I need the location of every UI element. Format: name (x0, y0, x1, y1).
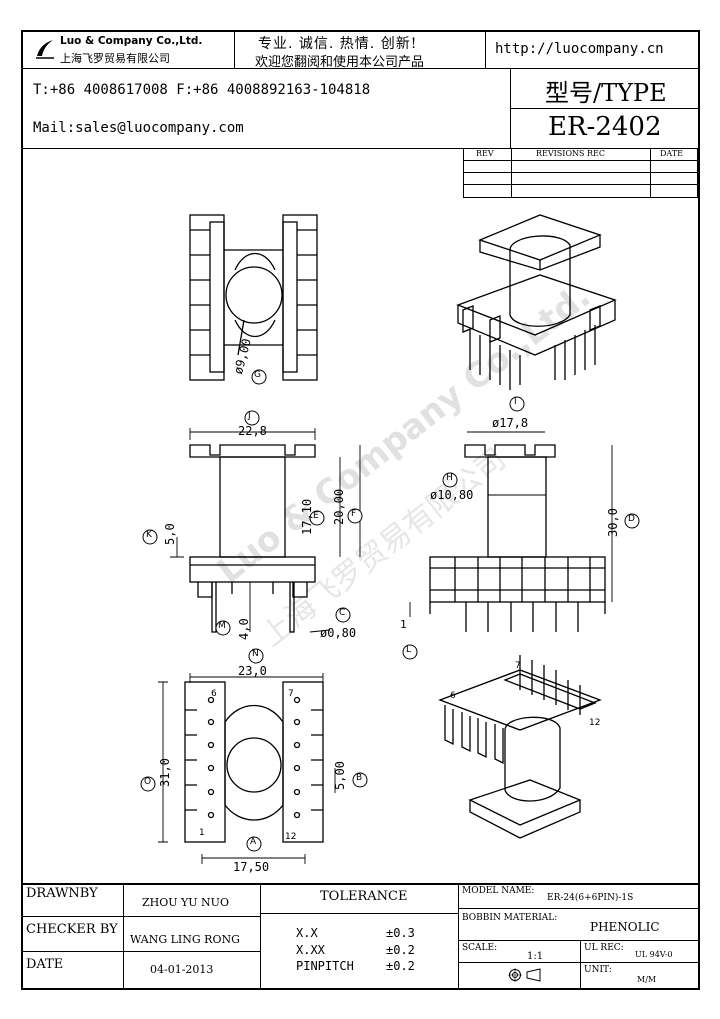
phone-fax: T:+86 4008617008 F:+86 4008892163-104818 (33, 82, 371, 98)
tol-key-3: PINPITCH (296, 959, 354, 973)
slogan-line1: 专业. 诚信. 热情. 创新! (258, 36, 418, 52)
ref-c: C (339, 608, 346, 618)
iso-top-view (456, 214, 617, 390)
ref-h: H (446, 473, 453, 483)
iso-pin-label-12: 12 (589, 718, 601, 728)
company-name: Luo & Company Co.,Ltd. (60, 35, 203, 47)
top-view (189, 214, 318, 381)
dim-side-small: 1 (400, 618, 407, 631)
ulrec-label: UL REC: (584, 943, 624, 953)
dim-side-top: ø17,8 (492, 416, 529, 430)
side-view (429, 444, 606, 632)
dim-front-h2: 20,00 (332, 488, 346, 525)
rev-header: REV (476, 149, 494, 158)
unit-label: UNIT: (584, 965, 612, 975)
type-value: ER-2402 (548, 112, 662, 142)
iso-pin-label-6: 6 (450, 691, 456, 701)
tolerance-label: TOLERANCE (320, 889, 408, 904)
pin-label-1: 1 (199, 828, 205, 838)
ref-e: E (313, 511, 319, 521)
dim-front-h1: 17,10 (300, 498, 314, 535)
tol-val-3: ±0.2 (386, 959, 415, 973)
tol-val-1: ±0.3 (386, 926, 415, 940)
iso-bottom-view (438, 655, 602, 839)
ref-i: I (514, 397, 517, 407)
date-value: 04-01-2013 (150, 963, 214, 976)
ref-k: K (146, 530, 152, 540)
ref-f: F (351, 509, 357, 519)
slogan-line2: 欢迎您翻阅和使用本公司产品 (255, 55, 425, 70)
drawnby-label: DRAWNBY (26, 886, 98, 901)
iso-pin-label-7: 7 (515, 661, 521, 671)
logo-icon (34, 38, 56, 60)
dim-side-core: ø10,80 (430, 488, 474, 502)
bobbin-value: PHENOLIC (590, 920, 660, 934)
dim-bottom-overall: 23,0 (238, 664, 267, 678)
ref-b: B (356, 773, 363, 783)
model-label: MODEL NAME: (462, 886, 535, 896)
checker-label: CHECKER BY (26, 922, 118, 937)
dim-bottom-rowspan: 17,50 (233, 860, 270, 874)
website-link[interactable]: http://luocompany.cn (495, 41, 664, 57)
date-label: DATE (26, 957, 64, 972)
dim-bottom-length: 31,0 (158, 758, 172, 787)
tol-key-2: X.XX (296, 943, 325, 957)
ref-n: N (252, 649, 259, 659)
pin-label-6: 6 (211, 689, 217, 699)
dim-front-flange: 5,0 (163, 523, 177, 545)
checker-value: WANG LING RONG (130, 933, 240, 946)
bottom-view (184, 681, 324, 843)
dim-pin-dia: ø0,80 (320, 626, 357, 640)
ref-d: D (628, 514, 635, 524)
revisions-table: REV REVISIONS REC DATE (463, 148, 699, 198)
ref-g: G (254, 370, 261, 380)
bobbin-label: BOBBIN MATERIAL: (462, 913, 558, 923)
mail-address[interactable]: Mail:sales@luocompany.com (33, 120, 244, 136)
type-label: 型号/TYPE (545, 79, 667, 107)
rev-rec-header: REVISIONS REC (536, 149, 606, 158)
scale-label: SCALE: (462, 943, 498, 953)
model-value: ER-24(6+6PIN)-1S (547, 893, 634, 903)
unit-value: M/M (637, 975, 657, 984)
tol-val-2: ±0.2 (386, 943, 415, 957)
projection-symbol-icon (507, 967, 547, 983)
pin-label-7: 7 (288, 689, 294, 699)
pin-label-12: 12 (285, 832, 297, 842)
company-name-cn: 上海飞罗贸易有限公司 (60, 52, 170, 65)
ref-o: O (144, 777, 152, 787)
ref-a: A (250, 837, 257, 847)
ref-m: M (218, 621, 226, 631)
dim-bottom-pitch: 5,00 (333, 761, 347, 790)
scale-value: 1:1 (527, 951, 544, 962)
ulrec-value: UL 94V-0 (635, 950, 673, 959)
tol-key-1: X.X (296, 926, 318, 940)
dim-side-height: 30,0 (606, 508, 620, 537)
drawing-sheet (21, 30, 700, 990)
drawnby-value: ZHOU YU NUO (142, 896, 229, 909)
rev-date-header: DATE (660, 149, 683, 158)
dim-front-width: 22,8 (238, 424, 267, 438)
ref-j: J (248, 411, 251, 421)
ref-l: L (406, 645, 412, 655)
front-view (189, 444, 316, 633)
dim-pin-len: 4,0 (237, 618, 251, 640)
